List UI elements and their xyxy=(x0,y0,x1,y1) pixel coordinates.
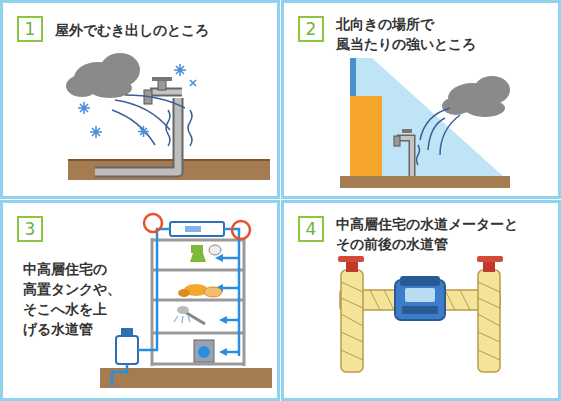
panel-heading: 北向きの場所で 風当たりの強いところ xyxy=(336,14,506,54)
panel-box: 中高層住宅の水道メーターと その前後の水道管 4 xyxy=(281,200,561,401)
panel-heading: 中高層住宅の水道メーターと その前後の水道管 xyxy=(336,214,551,254)
panel-box: 屋外でむき出しのところ 1 xyxy=(0,0,280,199)
panel-heading: 中高層住宅の 高置タンクや、 そこへ水を上 げる水道管 xyxy=(23,259,135,339)
elevated-tank-scene xyxy=(100,214,272,388)
north-wall-scene xyxy=(340,58,510,188)
water-meter-scene xyxy=(338,256,503,372)
panel-heading: 屋外でむき出しのところ xyxy=(55,20,209,40)
callout-number: 1 xyxy=(25,21,36,38)
number-box: 3 xyxy=(17,216,43,242)
callout-number: 4 xyxy=(306,221,317,238)
outdoor-faucet-scene xyxy=(66,53,270,180)
number-box: 1 xyxy=(17,16,43,42)
panel-box: 中高層住宅の 高置タンクや、 そこへ水を上 げる水道管 3 xyxy=(0,200,280,401)
callout-number: 2 xyxy=(306,21,317,38)
number-box: 2 xyxy=(298,16,324,42)
callout-number: 3 xyxy=(25,221,36,238)
number-box: 4 xyxy=(298,216,324,242)
panel-box: 北向きの場所で 風当たりの強いところ 2 xyxy=(281,0,561,199)
